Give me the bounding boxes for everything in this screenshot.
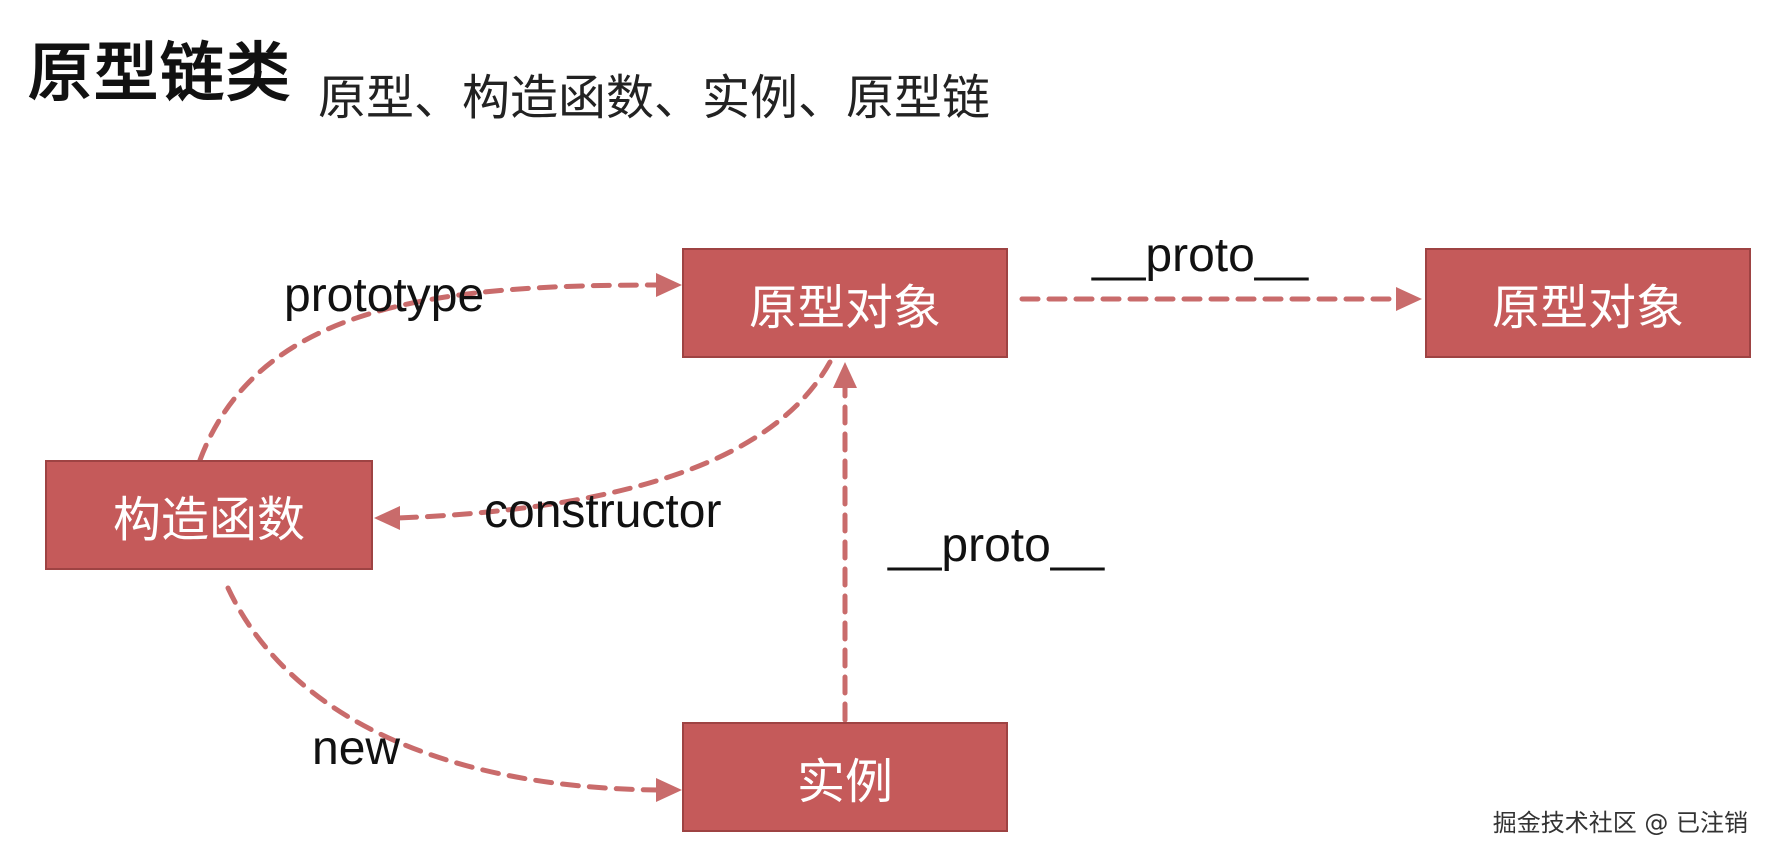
node-prototype-object-parent: 原型对象 <box>1425 248 1751 358</box>
edge-prototype-arrowhead <box>656 273 682 297</box>
edge-prototype <box>197 282 663 463</box>
edge-new-arrowhead <box>656 778 682 802</box>
watermark: 掘金技术社区 @ 已注销 <box>1492 809 1748 837</box>
label-proto-chain: __proto__ <box>1092 229 1309 282</box>
edge-new <box>225 585 661 793</box>
label-proto-instance: __proto__ <box>888 519 1105 572</box>
page-title: 原型链类 <box>28 37 292 111</box>
label-prototype: prototype <box>284 269 485 322</box>
label-new: new <box>312 722 401 775</box>
node-prototype-object: 原型对象 <box>682 248 1008 358</box>
edge-constructor <box>395 359 833 521</box>
label-constructor: constructor <box>484 485 722 538</box>
page-subtitle: 原型、构造函数、实例、原型链 <box>318 70 991 126</box>
edge-proto-instance-arrowhead <box>833 362 857 388</box>
edge-constructor-arrowhead <box>374 506 400 530</box>
edge-proto-chain-arrowhead <box>1396 287 1422 311</box>
node-constructor: 构造函数 <box>45 460 373 570</box>
node-instance: 实例 <box>682 722 1008 832</box>
